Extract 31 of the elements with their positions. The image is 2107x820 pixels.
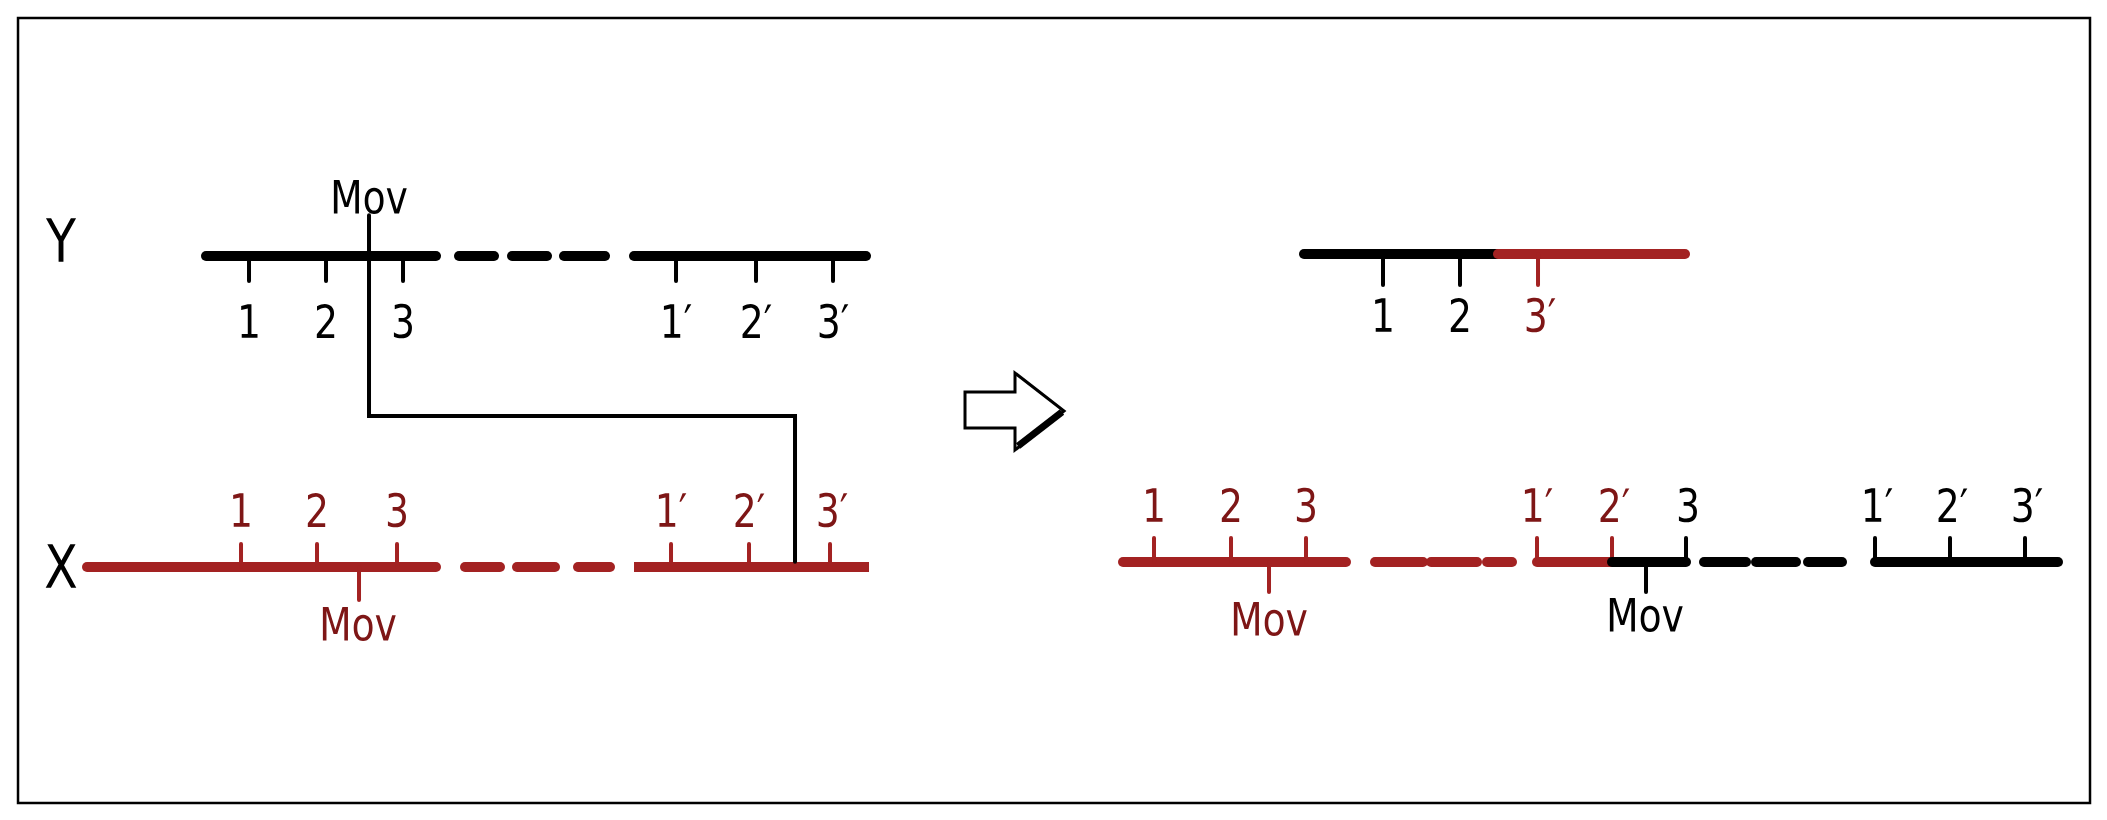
- locus-label: 2: [1221, 488, 1240, 522]
- chromosome-segment: [634, 562, 869, 572]
- locus-label: 3′: [819, 303, 849, 339]
- chromosome-label: Y: [45, 218, 77, 262]
- mov-label: Mov: [333, 179, 407, 215]
- locus-label: 2: [1450, 298, 1469, 332]
- locus-label: 3: [1678, 487, 1697, 523]
- locus-label: 1′: [663, 304, 692, 338]
- locus-label: 2: [307, 493, 326, 527]
- locus-label: 2′: [742, 304, 772, 338]
- locus-label: 3: [393, 303, 412, 339]
- chromosome-label: X: [45, 544, 77, 588]
- locus-label: 1: [1146, 488, 1163, 522]
- locus-label: 2′: [1938, 488, 1968, 522]
- connector-line: [367, 213, 797, 564]
- locus-label: 3: [387, 492, 406, 528]
- locus-label: 1: [241, 304, 258, 338]
- mov-label: Mov: [1233, 601, 1307, 637]
- locus-label: 1′: [1524, 488, 1553, 522]
- locus-label: 1: [233, 493, 250, 527]
- locus-label: 2′: [735, 493, 765, 527]
- locus-label: 3: [1296, 487, 1315, 523]
- locus-label: 1′: [1864, 488, 1893, 522]
- locus-label: 3′: [818, 492, 848, 528]
- locus-label: 1: [1375, 298, 1392, 332]
- locus-label: 3′: [1526, 297, 1556, 333]
- locus-label: 2′: [1600, 488, 1630, 522]
- locus-label: 3′: [2013, 487, 2043, 523]
- locus-label: 2: [316, 304, 335, 338]
- mov-label: Mov: [322, 606, 396, 642]
- mov-label: Mov: [1609, 597, 1683, 633]
